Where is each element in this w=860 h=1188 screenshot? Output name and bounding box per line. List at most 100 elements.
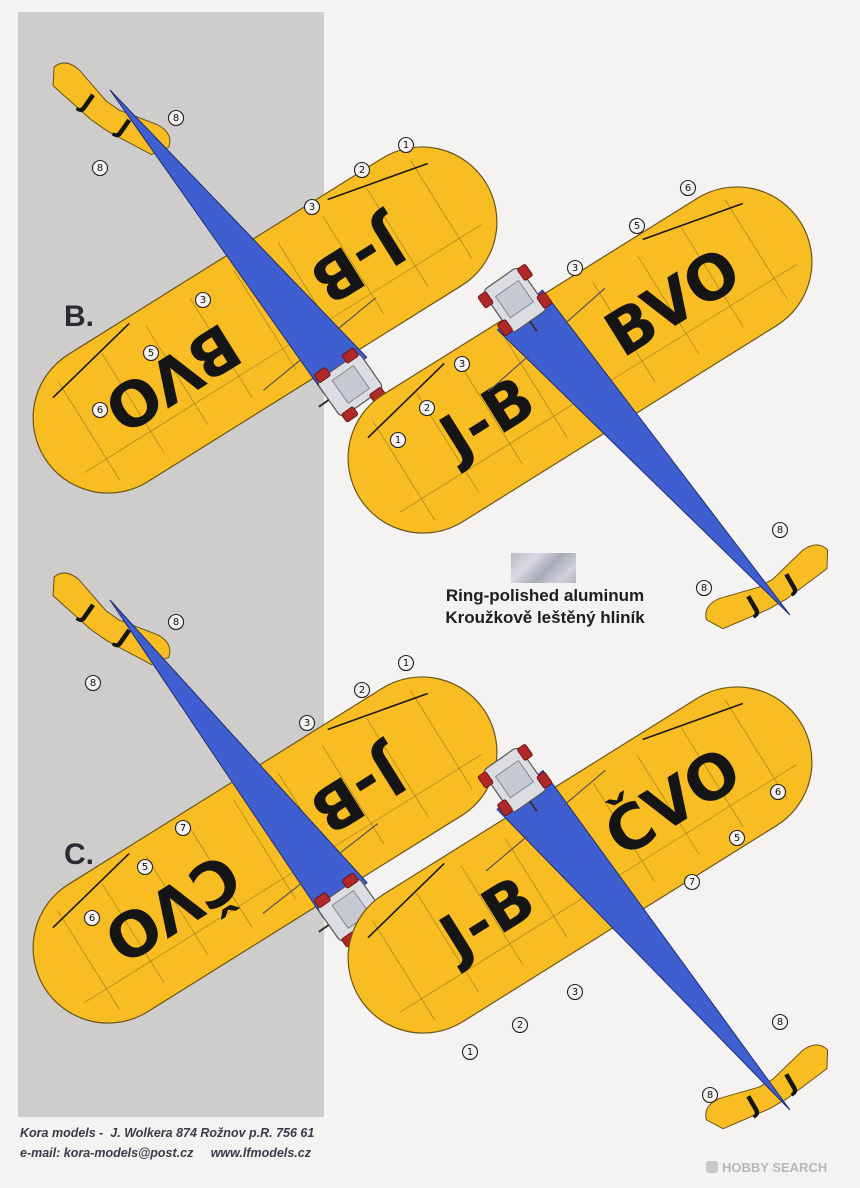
- callout-marker: 8: [771, 1013, 789, 1031]
- cockpit-frame: [494, 279, 534, 319]
- engine-cylinder: [341, 347, 359, 364]
- wing-strut: [485, 835, 528, 872]
- wing-rib-line: [410, 690, 473, 790]
- callout-circle: [353, 161, 371, 179]
- callout-number: 8: [90, 678, 96, 689]
- footer-address: Kora models - J. Wolkera 874 Rožnov p.R.…: [20, 1126, 315, 1140]
- wing-rib-line: [681, 727, 744, 828]
- wing-rib-line: [504, 837, 568, 938]
- wing-rib-line: [233, 270, 297, 370]
- callout-marker: 6: [679, 179, 697, 197]
- wing-rib-line: [366, 717, 429, 818]
- wing-rib-line: [57, 380, 120, 480]
- wing-spar-line: [84, 754, 482, 1003]
- callout-number: 3: [572, 263, 578, 274]
- callout-marker: 1: [397, 136, 415, 154]
- callout-circle: [298, 714, 316, 732]
- callout-circle: [397, 654, 415, 672]
- aileron-line: [327, 692, 429, 731]
- callout-number: 8: [707, 1090, 713, 1101]
- wing-rib-line: [636, 755, 700, 855]
- callout-number: 7: [180, 823, 186, 834]
- callout-marker: 6: [91, 401, 109, 419]
- callout-number: 2: [424, 403, 430, 414]
- callout-number: 5: [142, 862, 148, 873]
- scheme-label-c: C.: [64, 838, 94, 871]
- callout-marker: 5: [728, 829, 746, 847]
- callout-circle: [771, 1013, 789, 1031]
- callout-marker: 7: [174, 819, 192, 837]
- wing-rib-line: [189, 827, 253, 928]
- callout-circle: [83, 909, 101, 927]
- callout-number: 6: [685, 183, 691, 194]
- engine-cowling: [477, 264, 553, 336]
- legend-line-cz: Kroužkově leštěný hliník: [445, 608, 645, 627]
- callout-circle: [695, 579, 713, 597]
- callout-number: 1: [403, 140, 409, 151]
- callout-marker: 8: [91, 159, 109, 177]
- propeller-hub: [318, 924, 330, 933]
- callout-circle: [194, 291, 212, 309]
- callout-number: 3: [200, 295, 206, 306]
- engine-cylinder: [314, 892, 331, 908]
- callout-circle: [142, 344, 160, 362]
- engine-cylinder: [536, 291, 553, 309]
- wing-rib-line: [101, 882, 164, 983]
- hobby-search-watermark: HOBBY SEARCH: [706, 1160, 827, 1175]
- wing-rib-line: [725, 700, 788, 800]
- callout-circle: [679, 179, 697, 197]
- scheme-label-b: B.: [64, 300, 94, 333]
- callout-circle: [566, 259, 584, 277]
- callout-marker: 3: [566, 259, 584, 277]
- callout-marker: 1: [389, 431, 407, 449]
- callout-circle: [728, 829, 746, 847]
- callout-marker: 2: [418, 399, 436, 417]
- engine-cylinder: [536, 771, 553, 789]
- callout-number: 6: [775, 787, 781, 798]
- callout-number: 1: [395, 435, 401, 446]
- callout-marker: 5: [142, 344, 160, 362]
- callout-circle: [389, 431, 407, 449]
- callout-circle: [566, 983, 584, 1001]
- callout-number: 1: [403, 658, 409, 669]
- engine-cylinder: [497, 799, 513, 816]
- wing-spar-line: [84, 224, 482, 473]
- hobby-search-logo-icon: [706, 1161, 718, 1173]
- callout-marker: 2: [353, 681, 371, 699]
- wing-rib-line: [592, 282, 656, 383]
- wing-rib-line: [681, 227, 744, 328]
- callout-number: 6: [89, 913, 95, 924]
- wing-rib-line: [321, 745, 385, 845]
- callout-circle: [136, 858, 154, 876]
- callout-circle: [453, 355, 471, 373]
- engine-cylinder: [314, 367, 331, 383]
- callout-circle: [461, 1043, 479, 1061]
- callout-circle: [418, 399, 436, 417]
- callout-circle: [397, 136, 415, 154]
- callout-circle: [628, 217, 646, 235]
- callout-marker: 5: [628, 217, 646, 235]
- callout-marker: 3: [194, 291, 212, 309]
- callout-number: 8: [173, 113, 179, 124]
- propeller-hub: [529, 800, 538, 812]
- callout-marker: 6: [83, 909, 101, 927]
- engine-cylinder: [341, 872, 359, 889]
- cockpit-frame: [494, 759, 534, 799]
- callout-number: 3: [572, 987, 578, 998]
- wing-rib-line: [636, 255, 700, 355]
- callout-circle: [174, 819, 192, 837]
- cockpit-frame: [331, 364, 371, 404]
- callout-number: 2: [359, 685, 365, 696]
- wing-rib-line: [460, 365, 524, 465]
- callout-number: 3: [459, 359, 465, 370]
- engine-cylinder: [517, 264, 533, 281]
- engine-cylinder: [497, 319, 513, 336]
- callout-circle: [511, 1016, 529, 1034]
- callout-marker: 1: [461, 1043, 479, 1061]
- engine-cylinder: [477, 771, 494, 789]
- callout-marker: 8: [167, 613, 185, 631]
- callout-marker: 3: [303, 198, 321, 216]
- callout-number: 5: [734, 833, 740, 844]
- wing-rib-line: [321, 215, 385, 315]
